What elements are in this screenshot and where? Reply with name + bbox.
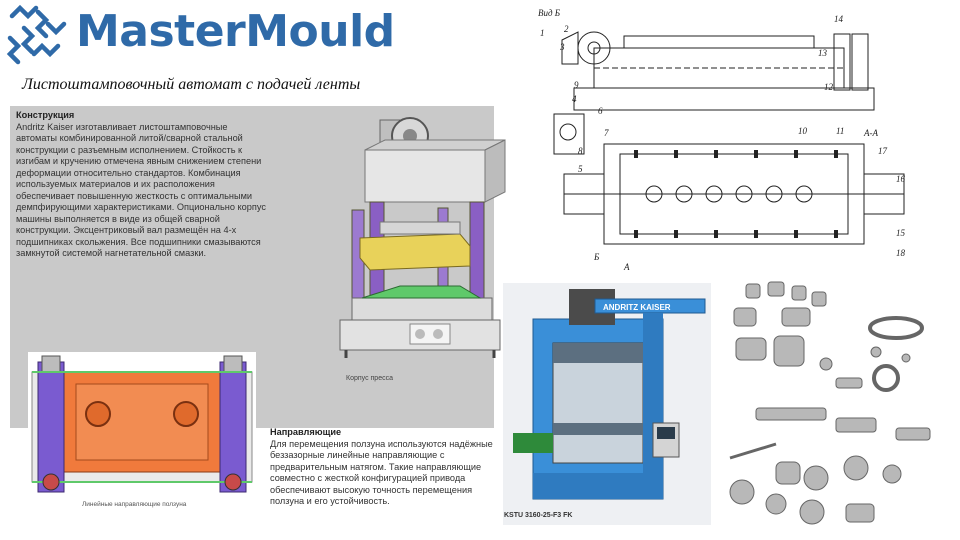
drawing-num-16: 16	[896, 174, 906, 184]
drawing-num-4: 4	[572, 94, 577, 104]
press-photo: ANDRITZ KAISER	[503, 283, 711, 525]
drawing-num-5: 5	[578, 164, 583, 174]
drawing-num-3: 3	[559, 42, 565, 52]
drawing-num-10: 10	[798, 126, 808, 136]
drawing-num-15: 15	[896, 228, 906, 238]
press-caption: Корпус пресса	[346, 375, 393, 382]
drawing-num-8: 8	[578, 146, 583, 156]
guides-heading: Направляющие	[270, 427, 342, 437]
machine-caption: Линейные направляющие ползуна	[82, 501, 187, 508]
drawing-num-9: 9	[574, 80, 579, 90]
construction-text: Конструкция Andritz Kaiser изготавливает…	[16, 110, 266, 260]
construction-body: Andritz Kaiser изготавливает листоштампо…	[16, 121, 266, 259]
press-frame-illustration	[339, 117, 506, 358]
drawing-num-18: 18	[896, 248, 906, 258]
drawing-section-label: А-А	[863, 128, 878, 138]
photo-caption: KSTU 3160-25-F3 FK	[504, 512, 573, 519]
guides-text: Направляющие Для перемещения ползуна исп…	[270, 427, 496, 508]
drawing-num-2: 2	[564, 24, 569, 34]
slide-guides-illustration	[28, 352, 256, 514]
orange-slide-drawing	[31, 355, 253, 493]
press-photo-drawing: ANDRITZ KAISER	[513, 289, 706, 500]
logo: MasterMould	[4, 2, 404, 70]
drawing-arrow-b: Б	[593, 252, 600, 262]
drawing-num-12: 12	[824, 82, 834, 92]
technical-drawing: Вид Б А-А А Б 1 2 3 4 5 6 7 8 9 10 11 12…	[538, 8, 906, 272]
drawing-num-1: 1	[540, 28, 545, 38]
logo-wordmark: MasterMould	[76, 6, 395, 57]
drawing-arrow-a: А	[623, 262, 630, 272]
guides-body: Для перемещения ползуна используются над…	[270, 438, 493, 507]
drawing-num-6: 6	[598, 106, 603, 116]
page-title: Листоштамповочный автомат с подачей лент…	[22, 76, 361, 93]
mastermould-logo-icon	[6, 4, 67, 65]
drawing-num-14: 14	[834, 14, 844, 24]
drawing-view-label: Вид Б	[538, 8, 561, 18]
stamped-parts-image	[729, 281, 931, 525]
photo-brand: ANDRITZ KAISER	[603, 303, 671, 312]
drawing-num-13: 13	[818, 48, 828, 58]
drawing-num-11: 11	[836, 126, 844, 136]
drawing-num-17: 17	[878, 146, 888, 156]
drawing-num-7: 7	[604, 128, 609, 138]
construction-heading: Конструкция	[16, 110, 75, 120]
